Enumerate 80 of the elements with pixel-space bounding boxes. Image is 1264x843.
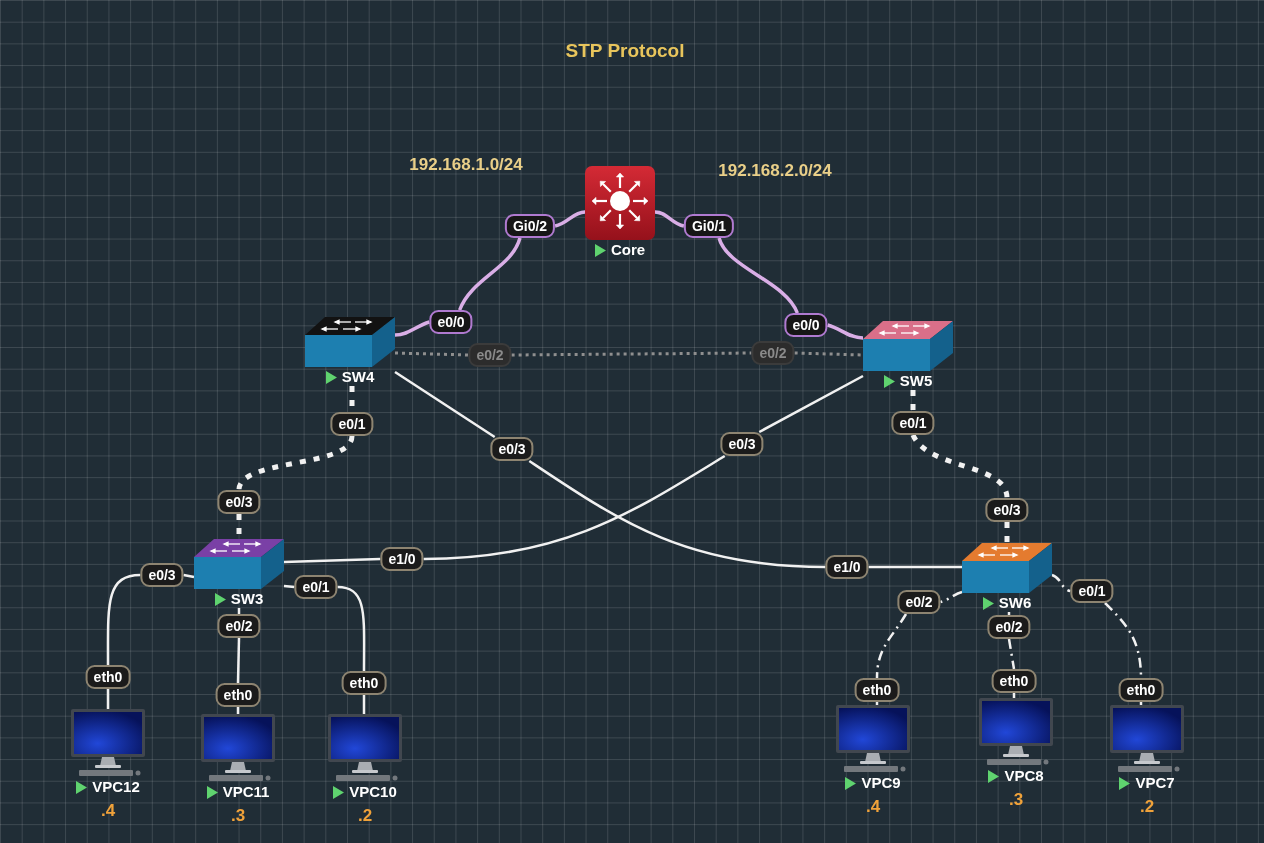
port-label: e1/0 <box>825 555 869 579</box>
port-label: e0/3 <box>490 437 534 461</box>
cable-line <box>758 374 864 434</box>
device-name: VPC10 <box>349 783 397 801</box>
port-label: e0/3 <box>140 563 184 587</box>
cable-line <box>183 573 195 579</box>
subnet-label: 192.168.1.0/24 <box>409 154 523 177</box>
port-label: e0/3 <box>720 432 764 456</box>
port-label: e0/1 <box>1070 579 1114 603</box>
cable-line <box>868 565 962 569</box>
ip-suffix: .3 <box>230 806 246 826</box>
port-label: e0/2 <box>897 590 941 614</box>
port-label: e0/2 <box>751 341 795 365</box>
ip-suffix: .2 <box>1139 797 1155 817</box>
dashed-cable-line <box>875 613 908 679</box>
cable-line <box>654 210 685 228</box>
port-label: eth0 <box>854 678 900 702</box>
dashed-cable-line <box>875 702 879 705</box>
device-name: VPC9 <box>861 774 901 792</box>
port-label: e1/0 <box>380 547 424 571</box>
dashed-cable-line <box>1139 702 1143 705</box>
device-name: VPC12 <box>92 778 140 796</box>
device-name: VPC8 <box>1004 767 1044 785</box>
port-label: e0/0 <box>784 313 828 337</box>
cable-line <box>106 689 110 709</box>
port-label: eth0 <box>341 671 387 695</box>
cable-line <box>717 237 799 314</box>
dashed-cable-line <box>794 351 864 357</box>
dashed-cable-line <box>1007 638 1016 670</box>
device-name: SW5 <box>899 372 933 390</box>
port-label: e0/2 <box>987 615 1031 639</box>
device-name: VPC11 <box>222 783 270 801</box>
cable-line <box>362 695 366 714</box>
port-label: e0/1 <box>891 411 935 435</box>
cable-line <box>423 454 726 561</box>
dashed-cable-line <box>511 351 752 357</box>
diagram-title: STP Protocol <box>565 38 685 63</box>
device-name: SW3 <box>230 590 264 608</box>
cable-line <box>394 370 496 439</box>
ip-suffix: .4 <box>100 801 116 821</box>
cable-line <box>827 323 864 340</box>
device-name: VPC7 <box>1135 774 1175 792</box>
port-label: e0/2 <box>217 614 261 638</box>
cable-line <box>394 320 430 337</box>
port-label: e0/0 <box>429 310 473 334</box>
cable-line <box>458 237 522 311</box>
dashed-cable-line <box>910 390 916 411</box>
port-label: eth0 <box>991 669 1037 693</box>
ip-suffix: .4 <box>865 797 881 817</box>
port-label: e0/1 <box>330 412 374 436</box>
port-label: e0/3 <box>985 498 1029 522</box>
dashed-cable-line <box>910 433 1010 499</box>
dashed-cable-line <box>394 351 469 357</box>
device-name: SW6 <box>998 594 1032 612</box>
dashed-cable-line <box>940 590 963 604</box>
subnet-label: 192.168.2.0/24 <box>718 160 832 183</box>
cable-line <box>283 557 381 564</box>
cable-line <box>106 573 141 665</box>
port-label: eth0 <box>85 665 131 689</box>
port-label: Gi0/1 <box>683 214 735 238</box>
port-label: Gi0/2 <box>504 214 556 238</box>
port-label: e0/3 <box>217 490 261 514</box>
cable-line <box>528 459 826 569</box>
port-label: e0/1 <box>294 575 338 599</box>
dashed-cable-line <box>236 435 355 491</box>
port-label: eth0 <box>1118 678 1164 702</box>
dashed-cable-line <box>1051 573 1071 593</box>
cable-line <box>554 210 586 228</box>
cable-line <box>337 585 366 671</box>
device-name: SW4 <box>341 368 375 386</box>
port-label: eth0 <box>215 683 261 707</box>
device-name: Core <box>610 241 646 259</box>
cable-line <box>283 584 295 589</box>
cable-line <box>236 637 241 684</box>
dashed-cable-line <box>1012 693 1016 698</box>
ip-suffix: .3 <box>1008 790 1024 810</box>
dashed-cable-line <box>1007 612 1011 615</box>
port-label: e0/2 <box>468 343 512 367</box>
ip-suffix: .2 <box>357 806 373 826</box>
dashed-cable-line <box>1004 522 1010 543</box>
